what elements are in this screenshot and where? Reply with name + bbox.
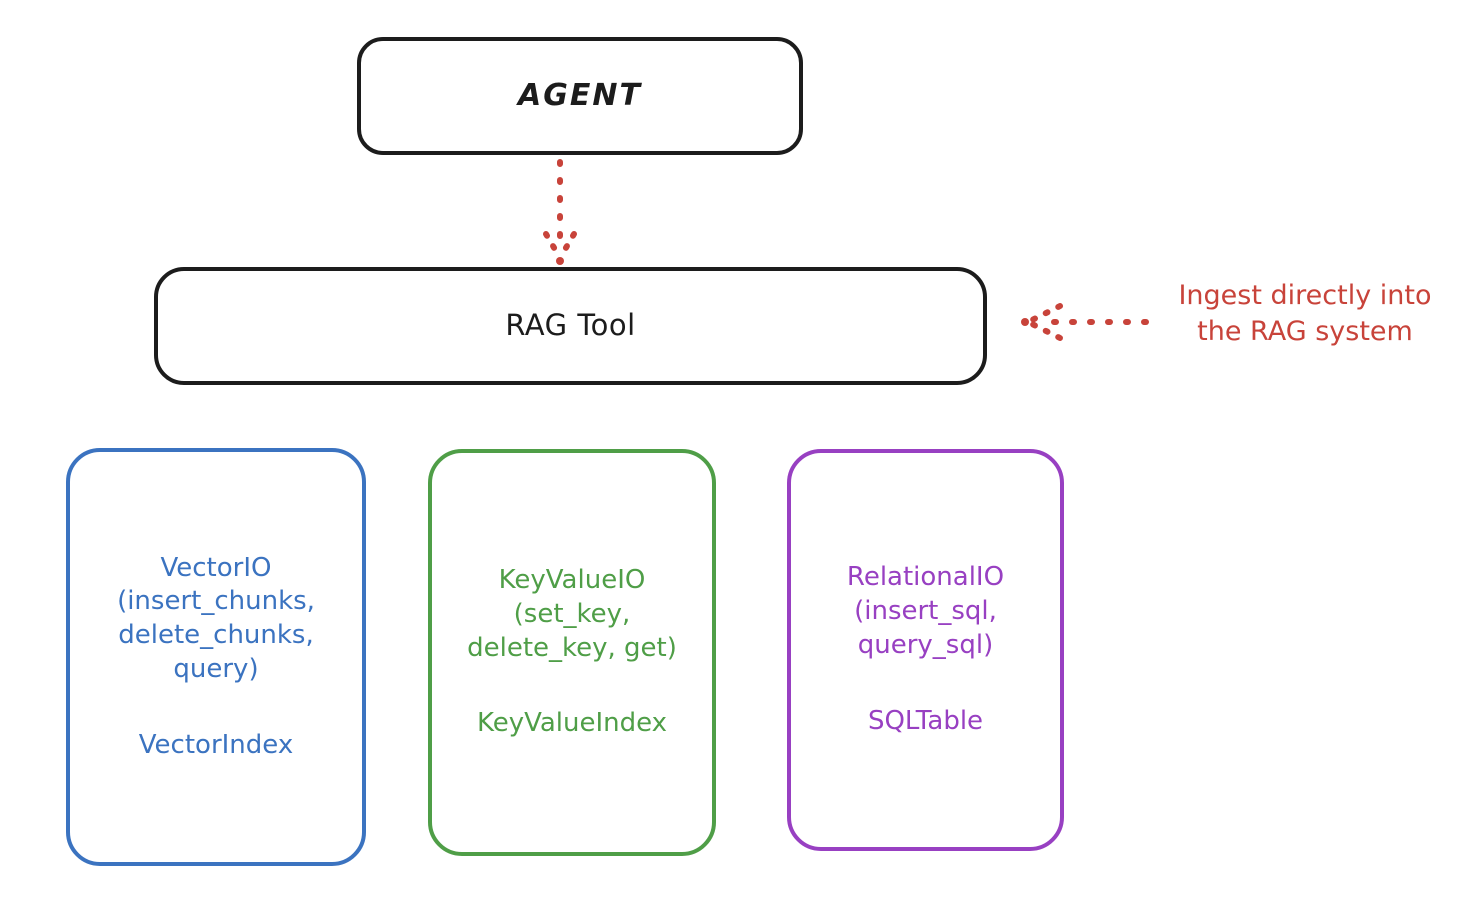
relational-io-node[interactable]: RelationalIO (insert_sql, query_sql) SQL… (787, 449, 1064, 851)
agent-node-label: AGENT (518, 77, 642, 113)
rag-tool-node-label: RAG Tool (505, 308, 636, 343)
relational-io-api-label: RelationalIO (insert_sql, query_sql) (846, 562, 1005, 660)
key-value-io-node[interactable]: KeyValueIO (set_key, delete_key, get) Ke… (428, 449, 716, 856)
rag-tool-node[interactable]: RAG Tool (154, 267, 987, 385)
agent-node[interactable]: AGENT (357, 37, 803, 155)
sql-table-label: SQLTable (867, 705, 984, 736)
key-value-io-api-label: KeyValueIO (set_key, delete_key, get) (467, 564, 677, 663)
vector-io-node[interactable]: VectorIO (insert_chunks, delete_chunks, … (66, 448, 366, 866)
ingest-annotation-text: Ingest directly into the RAG system (1178, 280, 1432, 347)
vector-io-api-label: VectorIO (insert_chunks, delete_chunks, … (117, 552, 315, 684)
key-value-index-label: KeyValueIndex (476, 708, 668, 739)
vector-index-label: VectorIndex (138, 729, 294, 760)
ingest-to-rag-tool-arrow-icon (1021, 303, 1149, 341)
agent-to-rag-tool-arrow-icon (543, 159, 577, 265)
